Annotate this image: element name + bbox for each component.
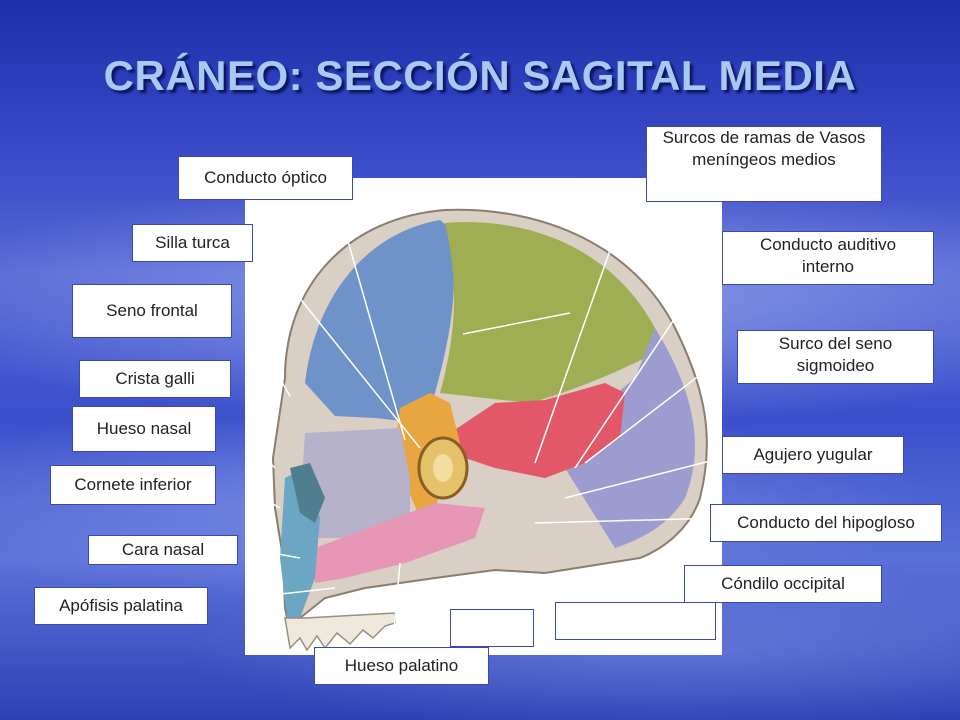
- palatine-bone: [315, 503, 485, 583]
- label-crista-galli: Crista galli: [79, 360, 231, 398]
- vomer-area: [300, 428, 410, 538]
- label-surcos-ramas: Surcos de ramas de Vasos meníngeos medio…: [646, 126, 882, 202]
- label-hueso-nasal: Hueso nasal: [72, 406, 216, 452]
- label-agujero-yugular: Agujero yugular: [722, 436, 904, 474]
- parietal-bone: [440, 222, 655, 403]
- label-cornete-inferior: Cornete inferior: [50, 465, 216, 505]
- label-silla-turca: Silla turca: [132, 224, 253, 262]
- label-condilo-occipital: Cóndilo occipital: [684, 565, 882, 603]
- label-surco-seno: Surco del seno sigmoideo: [737, 330, 934, 384]
- label-hueso-palatino: Hueso palatino: [314, 647, 489, 685]
- frontal-bone: [305, 220, 455, 423]
- label-conducto-hipogloso: Conducto del hipogloso: [710, 504, 942, 542]
- occipital-bone: [565, 328, 695, 548]
- label-apofisis-palatina: Apófisis palatina: [34, 587, 208, 625]
- slide-title: CRÁNEO: SECCIÓN SAGITAL MEDIA: [103, 52, 857, 99]
- blank-label-box: [450, 609, 534, 647]
- skull-sagittal-illustration: [245, 178, 722, 655]
- label-conducto-optico: Conducto óptico: [178, 156, 353, 200]
- label-seno-frontal: Seno frontal: [72, 284, 232, 338]
- label-conducto-auditivo: Conducto auditivo interno: [722, 231, 934, 285]
- blank-label-box: [555, 602, 716, 640]
- concha: [290, 463, 325, 523]
- label-cara-nasal: Cara nasal: [88, 535, 238, 565]
- temporal-bone: [450, 383, 625, 478]
